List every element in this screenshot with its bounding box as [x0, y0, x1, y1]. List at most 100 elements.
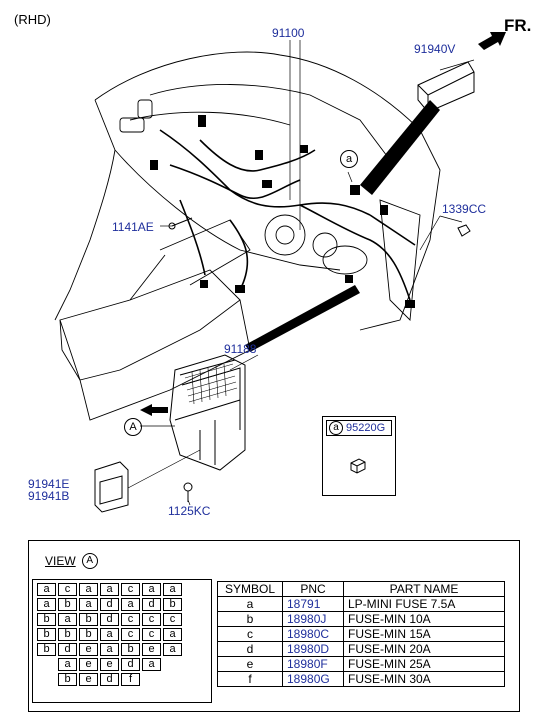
row-symbol: e	[217, 656, 283, 672]
fuse-cell: b	[58, 673, 77, 686]
fuse-cell: a	[37, 598, 56, 611]
view-title-ref: A	[81, 553, 98, 569]
row-pnc: 18980C	[282, 626, 344, 642]
fuse-cell: a	[58, 613, 77, 626]
fuse-cell: e	[79, 643, 98, 656]
view-ref-circle: A	[124, 418, 142, 436]
fuse-cell: b	[163, 598, 182, 611]
row-part-name: FUSE-MIN 15A	[343, 626, 505, 642]
row-symbol: b	[217, 611, 283, 627]
fuse-cell: c	[142, 628, 161, 641]
variant-label: (RHD)	[14, 12, 51, 27]
fuse-cell: a	[163, 628, 182, 641]
fuse-cell: a	[163, 643, 182, 656]
relay-icon	[349, 457, 367, 480]
row-pnc: 18791	[282, 596, 344, 612]
row-symbol: c	[217, 626, 283, 642]
fuse-cell: a	[37, 583, 56, 596]
fuse-cell: b	[79, 628, 98, 641]
view-title: VIEW A	[45, 553, 98, 569]
detail-ref-circle: a	[340, 150, 358, 168]
header-part-name: PART NAME	[343, 581, 505, 597]
fuse-cell: d	[100, 613, 119, 626]
fuse-cell: b	[37, 628, 56, 641]
row-pnc: 18980J	[282, 611, 344, 627]
detail-box: a 95220G	[322, 416, 396, 496]
wiring-harness-drawing	[54, 40, 475, 513]
row-symbol: d	[217, 641, 283, 657]
front-direction-arrow-icon	[476, 28, 510, 55]
fuse-cell: a	[142, 658, 161, 671]
fuse-cell: d	[121, 658, 140, 671]
fuse-grid-border	[32, 579, 212, 703]
fuse-cell: c	[58, 583, 77, 596]
row-part-name: LP-MINI FUSE 7.5A	[343, 596, 505, 612]
fuse-cell: e	[79, 673, 98, 686]
header-pnc: PNC	[282, 581, 344, 597]
fuse-cell: e	[142, 643, 161, 656]
fuse-cell: f	[121, 673, 140, 686]
fuse-cell: b	[58, 628, 77, 641]
fuse-cell: a	[142, 583, 161, 596]
fuse-cell: a	[79, 583, 98, 596]
row-symbol: a	[217, 596, 283, 612]
fuse-cell: c	[142, 613, 161, 626]
row-part-name: FUSE-MIN 20A	[343, 641, 505, 657]
row-pnc: 18980F	[282, 656, 344, 672]
fuse-cell: c	[121, 628, 140, 641]
fuse-cell: d	[100, 598, 119, 611]
fuse-cell: a	[79, 598, 98, 611]
header-symbol: SYMBOL	[217, 581, 283, 597]
row-pnc: 18980G	[282, 671, 344, 687]
fuse-cell: b	[58, 598, 77, 611]
fuse-cell: e	[79, 658, 98, 671]
detail-box-pnc: 95220G	[346, 422, 386, 434]
fuse-cell: b	[37, 613, 56, 626]
callout-1141AE: 1141AE	[112, 220, 154, 234]
front-direction-label: FR.	[504, 16, 532, 35]
callout-1339CC: 1339CC	[442, 202, 487, 216]
row-part-name: FUSE-MIN 30A	[343, 671, 505, 687]
fuse-cell: a	[163, 583, 182, 596]
row-part-name: FUSE-MIN 10A	[343, 611, 505, 627]
callout-91940V: 91940V	[414, 42, 456, 56]
fuse-cell: c	[163, 613, 182, 626]
fuse-cell: c	[121, 613, 140, 626]
parts-table-header: SYMBOL PNC PART NAME	[217, 581, 505, 597]
fuse-cell: d	[100, 673, 119, 686]
callout-1125KC: 1125KC	[168, 504, 211, 518]
fuse-cell: b	[121, 643, 140, 656]
fuse-cell: b	[37, 643, 56, 656]
fuse-cell: b	[79, 613, 98, 626]
fuse-cell: d	[58, 643, 77, 656]
row-part-name: FUSE-MIN 25A	[343, 656, 505, 672]
view-title-text: VIEW	[45, 554, 76, 568]
fuse-cell: c	[121, 583, 140, 596]
fuse-cell: e	[100, 658, 119, 671]
fuse-cell: a	[100, 583, 119, 596]
callout-91941B: 91941B	[28, 489, 70, 503]
callout-91188: 91188	[224, 342, 257, 356]
detail-box-ref: a	[329, 421, 343, 435]
callout-91100: 91100	[272, 26, 305, 40]
fuse-cell: a	[121, 598, 140, 611]
row-symbol: f	[217, 671, 283, 687]
fuse-cell: a	[100, 628, 119, 641]
fuse-cell: a	[100, 643, 119, 656]
